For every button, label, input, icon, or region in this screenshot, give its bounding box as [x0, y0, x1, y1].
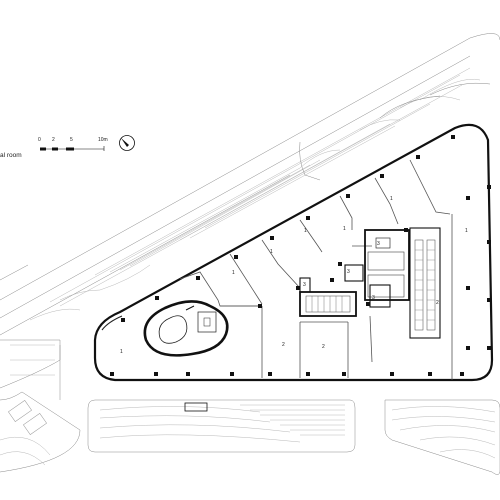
structural-columns — [110, 135, 491, 376]
legend-label: al room — [0, 152, 22, 159]
room-label: 1 — [270, 249, 273, 255]
site-boundary — [0, 33, 500, 473]
scale-tick-5: 5 — [70, 137, 73, 143]
room-label: 2 — [282, 342, 285, 348]
room-label: 3 — [377, 241, 380, 247]
building-outline — [93, 123, 494, 382]
room-label: 3 — [347, 269, 350, 275]
building-core — [299, 227, 441, 339]
interior-walls — [179, 159, 453, 380]
north-arrow-icon — [119, 135, 135, 151]
landscape-planting-strip — [29, 67, 491, 321]
scale-bar: 0 2 5 10m — [38, 137, 108, 151]
room-label: 1 — [343, 226, 346, 232]
room-label: 1 — [304, 228, 307, 234]
oval-lobby — [143, 300, 229, 357]
room-labels: 1 1 1 1 1 1 1 2 2 2 3 3 3 3 — [120, 196, 468, 355]
room-label: 3 — [303, 282, 306, 288]
room-label: 1 — [390, 196, 393, 202]
room-label: 2 — [436, 300, 439, 306]
left-site-area — [0, 339, 61, 466]
room-label: 3 — [372, 295, 375, 301]
room-label: 1 — [465, 228, 468, 234]
scale-tick-10: 10m — [98, 137, 108, 143]
scale-tick-2: 2 — [52, 137, 55, 143]
bottom-landscape-left — [87, 399, 356, 453]
room-label: 2 — [322, 344, 325, 350]
room-label: 1 — [232, 270, 235, 276]
bottom-landscape-right — [384, 399, 500, 475]
room-label: 1 — [120, 349, 123, 355]
scale-tick-0: 0 — [38, 137, 41, 143]
